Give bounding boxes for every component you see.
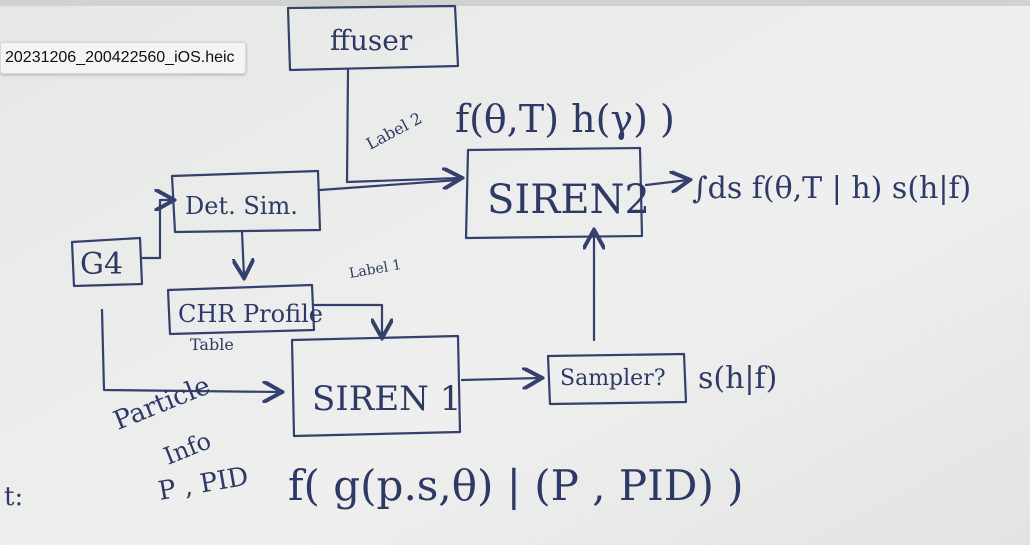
chr-profile-label: CHR Profile (178, 300, 323, 328)
formula-sampler: s(h|f) (698, 361, 777, 396)
formula-top: f(θ,T) h(γ) ) (455, 97, 675, 141)
siren2-label: SIREN2 (487, 177, 650, 223)
g4-box: G4 (70, 236, 144, 288)
formula-bottom: f( g(p.s,θ) | (P , PID) ) (288, 461, 744, 510)
diffuser-label: ffuser (330, 24, 413, 57)
det-sim-label: Det. Sim. (185, 192, 298, 220)
sampler-label: Sampler? (560, 366, 666, 391)
filename-text: 20231206_200422560_iOS.heic (5, 49, 235, 66)
chr-profile-box: CHR Profile (166, 283, 323, 336)
table-text: Table (190, 335, 234, 354)
siren1-box: SIREN 1 (290, 334, 461, 438)
formula-right: ∫ds f(θ,T | h) s(h|f) (692, 171, 971, 206)
siren2-box: SIREN2 (464, 146, 650, 240)
sampler-box: Sampler? (546, 352, 688, 406)
filename-tooltip: 20231206_200422560_iOS.heic (0, 42, 246, 74)
g4-label: G4 (80, 247, 123, 282)
siren1-label: SIREN 1 (312, 379, 461, 419)
left-edge-text: t: (4, 482, 23, 512)
diffuser-box: ffuser (286, 4, 460, 72)
det-sim-box: Det. Sim. (170, 169, 322, 234)
